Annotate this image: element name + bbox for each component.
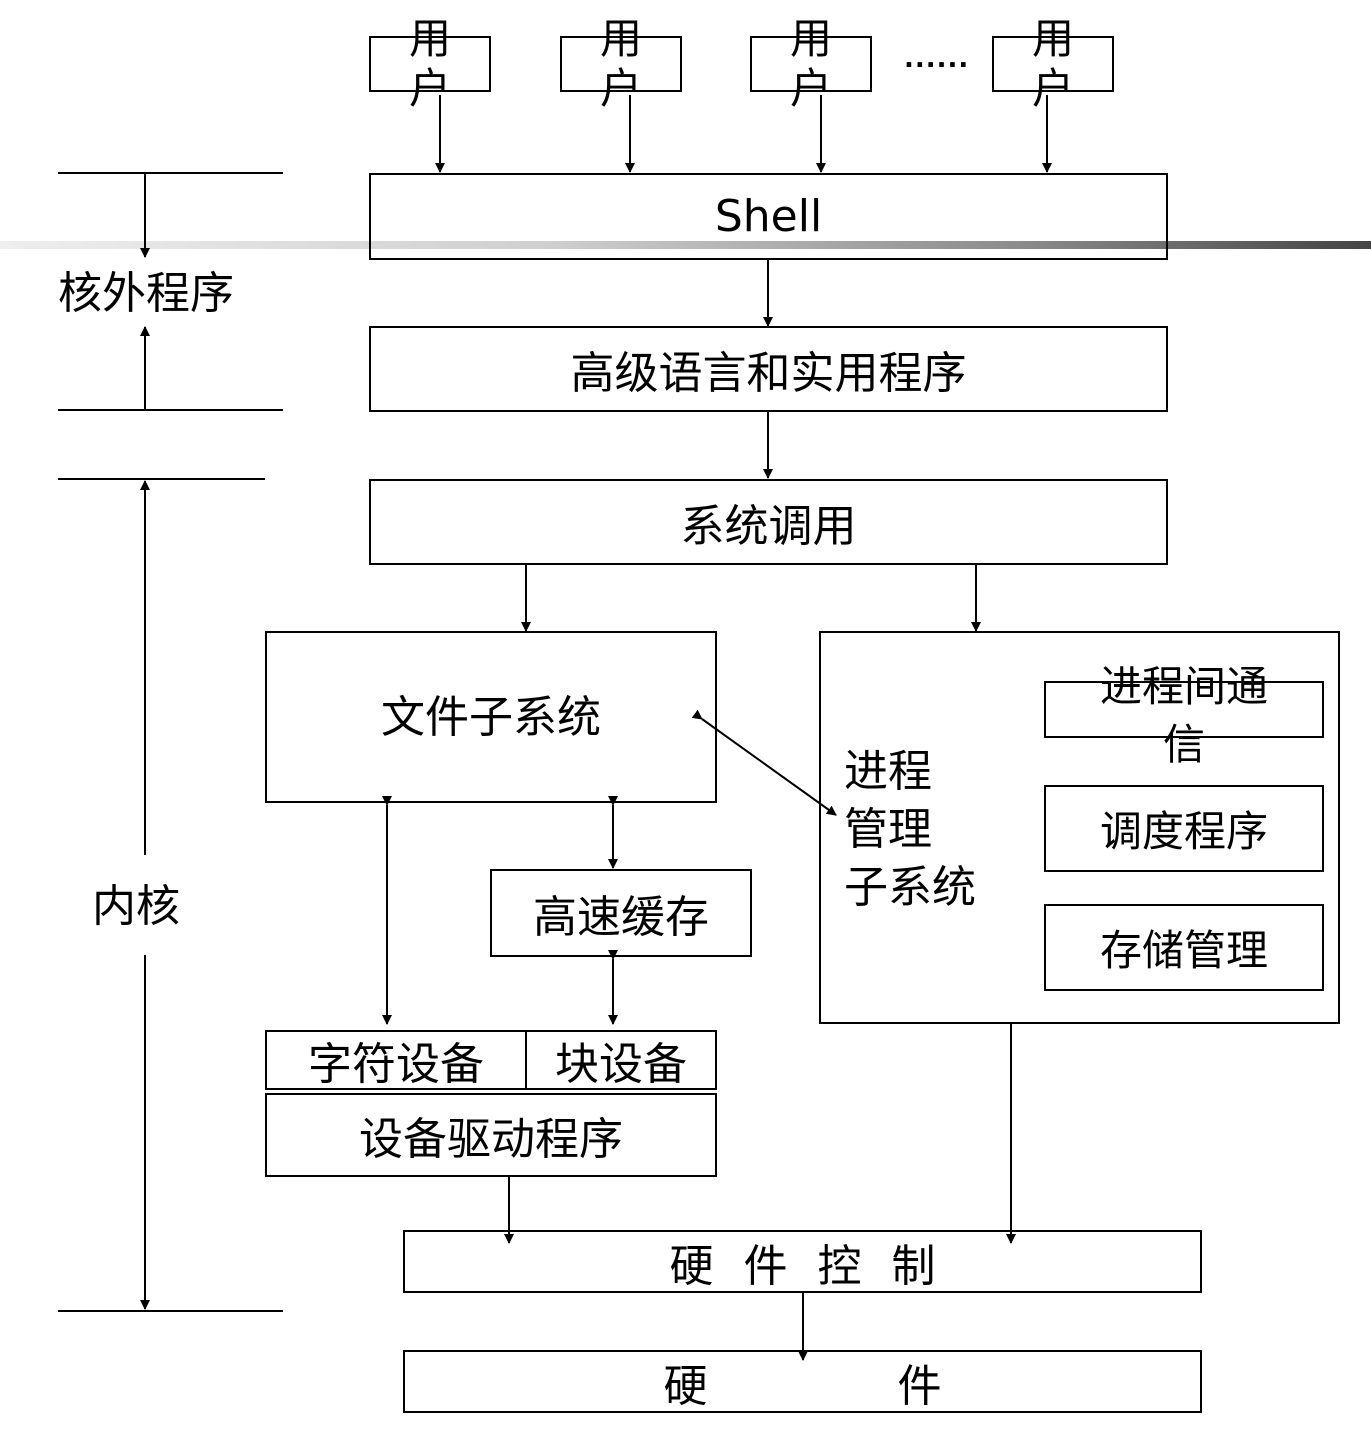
high-level-box: 高级语言和实用程序 [369, 326, 1168, 412]
block-device-box: 块设备 [525, 1030, 717, 1090]
high-level-label: 高级语言和实用程序 [570, 348, 967, 399]
file-subsystem-box: 文件子系统 [265, 631, 717, 803]
user-box [369, 36, 491, 92]
user-box [750, 36, 872, 92]
process-subsystem-line: 进程 [844, 746, 932, 797]
scheduler-label: 调度程序 [1099, 807, 1268, 856]
user-label: 用户 [599, 14, 642, 113]
shell-box: Shell [369, 173, 1168, 260]
background-gradient-bar [0, 241, 1371, 249]
process-subsystem-line: 管理 [844, 804, 932, 855]
outer-programs-label: 核外程序 [58, 268, 234, 319]
device-driver-label: 设备驱动程序 [359, 1114, 623, 1165]
hw-control-label: 硬件控制 [669, 1240, 966, 1292]
user-label: 用户 [408, 14, 451, 113]
ipc-label: 进程间通信 [1099, 662, 1268, 769]
kernel-label: 内核 [92, 881, 180, 932]
ellipsis: ...... [904, 44, 970, 74]
process-subsystem-line: 子系统 [844, 862, 976, 913]
char-device-label: 字符设备 [308, 1039, 484, 1090]
user-box [560, 36, 682, 92]
file-subsystem-label: 文件子系统 [381, 692, 601, 743]
hardware-box: 硬件 [403, 1350, 1202, 1413]
bidir-arrow [691, 709, 837, 816]
memory-mgmt-label: 存储管理 [1099, 926, 1268, 975]
block-device-label: 块设备 [555, 1039, 687, 1090]
hw-control-box: 硬件控制 [403, 1230, 1202, 1293]
hardware-label: 硬件 [663, 1360, 1132, 1412]
memory-mgmt-box: 存储管理 [1044, 904, 1324, 991]
user-label: 用户 [1031, 14, 1074, 113]
shell-label: Shell [714, 191, 823, 242]
buffer-cache-box: 高速缓存 [490, 869, 752, 957]
buffer-cache-label: 高速缓存 [533, 892, 709, 943]
ipc-box [1044, 681, 1324, 738]
char-device-box: 字符设备 [265, 1030, 527, 1090]
device-driver-box: 设备驱动程序 [265, 1093, 717, 1177]
process-subsystem-box [819, 631, 1340, 1024]
syscall-box: 系统调用 [369, 479, 1168, 565]
user-label: 用户 [789, 14, 832, 113]
user-box [992, 36, 1114, 92]
syscall-label: 系统调用 [680, 501, 857, 552]
scheduler-box: 调度程序 [1044, 785, 1324, 872]
